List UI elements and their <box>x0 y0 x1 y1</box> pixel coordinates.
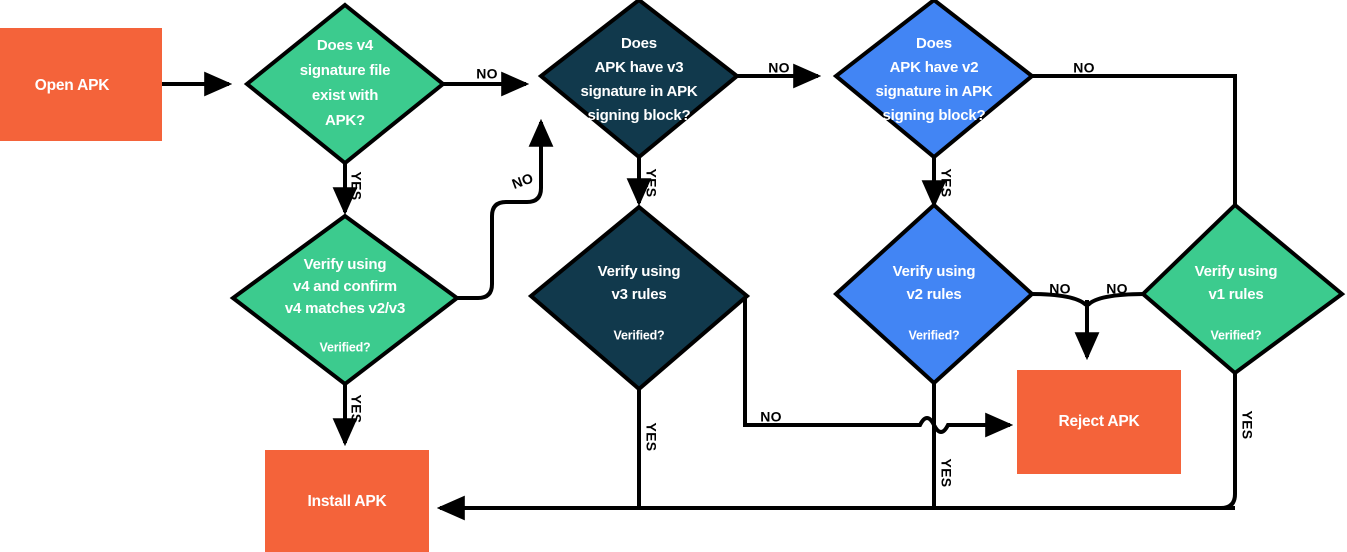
v4-exists-line3: exist with <box>312 87 378 104</box>
edge-label-verifyv1-yes: YES <box>1239 411 1255 440</box>
edge-label-v2-yes: YES <box>938 169 954 198</box>
verify-v2-line2: v2 rules <box>906 286 961 303</box>
open-apk-label: Open APK <box>35 77 110 94</box>
verify-v2-question: Verified? <box>909 328 960 342</box>
edge-label-v4-yes: YES <box>348 172 364 201</box>
edge-reject-inflow <box>745 412 1014 438</box>
node-install-apk[interactable]: Install APK <box>265 450 429 552</box>
edge-label-verifyv1-no: NO <box>1106 281 1128 297</box>
edge-label-verifyv4-no: NO <box>510 170 536 192</box>
edge-label-verifyv3-yes: YES <box>643 423 659 452</box>
v3-exists-line2: APK have v3 <box>595 59 684 76</box>
v3-exists-line1: Does <box>621 35 657 52</box>
v2-exists-line2: APK have v2 <box>890 59 979 76</box>
node-verify-v3[interactable]: Verify using v3 rules Verified? <box>527 204 751 392</box>
edge-label-v4-no: NO <box>476 66 498 82</box>
verify-v1-line1: Verify using <box>1195 263 1278 280</box>
v4-exists-diamond <box>243 2 447 166</box>
edge-verifyv4-no-to-v3 <box>455 118 554 300</box>
edge-label-v3-yes: YES <box>643 169 659 198</box>
edge-v2-no-to-verifyv1 <box>1030 74 1237 227</box>
v2-exists-line4: signing block? <box>882 107 985 124</box>
v3-exists-line4: signing block? <box>587 107 690 124</box>
edge-label-verifyv4-yes: YES <box>348 395 364 424</box>
edge-label-v3-no: NO <box>768 60 790 76</box>
node-v3-exists[interactable]: Does APK have v3 signature in APK signin… <box>537 0 741 160</box>
verify-v1-line2: v1 rules <box>1208 286 1263 303</box>
edge-label-verifyv3-no: NO <box>760 409 782 425</box>
edge-label-v2-no: NO <box>1073 60 1095 76</box>
v2-exists-diamond <box>832 0 1036 160</box>
install-apk-label: Install APK <box>307 493 387 510</box>
node-v2-exists[interactable]: Does APK have v2 signature in APK signin… <box>832 0 1036 160</box>
node-reject-apk[interactable]: Reject APK <box>1017 370 1181 474</box>
verify-v3-question: Verified? <box>614 328 665 342</box>
v4-exists-line2: signature file <box>300 62 391 79</box>
node-open-apk[interactable]: Open APK <box>0 28 162 141</box>
install-apk-rect <box>265 450 429 552</box>
reject-apk-label: Reject APK <box>1059 413 1141 430</box>
node-v4-exists[interactable]: Does v4 signature file exist with APK? <box>243 2 447 166</box>
verify-v1-question: Verified? <box>1211 328 1262 342</box>
node-verify-v4[interactable]: Verify using v4 and confirm v4 matches v… <box>229 213 461 387</box>
edge-verifyv1-no-merge <box>1086 292 1147 307</box>
verify-v4-line2: v4 and confirm <box>293 278 397 295</box>
edge-label-verifyv2-no: NO <box>1049 281 1071 297</box>
node-verify-v1[interactable]: Verify using v1 rules Verified? <box>1140 202 1346 376</box>
verify-v4-diamond <box>229 213 461 387</box>
verify-v1-diamond <box>1140 202 1346 376</box>
verify-v4-question: Verified? <box>320 340 371 354</box>
v2-exists-line1: Does <box>916 35 952 52</box>
verify-v2-line1: Verify using <box>893 263 976 280</box>
verify-v2-diamond <box>833 202 1035 386</box>
v4-exists-line4: APK? <box>325 112 365 129</box>
reject-apk-rect <box>1017 370 1181 474</box>
node-verify-v2[interactable]: Verify using v2 rules Verified? <box>833 202 1035 386</box>
edge-label-verifyv2-yes: YES <box>938 459 954 488</box>
verify-v4-line3: v4 matches v2/v3 <box>285 300 405 317</box>
v4-exists-line1: Does v4 <box>317 37 374 54</box>
verify-v3-diamond <box>527 204 751 392</box>
edge-verifyv3-yes-to-install <box>436 389 641 521</box>
verify-v3-line1: Verify using <box>598 263 681 280</box>
edge-verifyv2-no-merge <box>1029 292 1088 307</box>
open-apk-rect <box>0 28 162 141</box>
edge-verifyv1-yes-to-install <box>1220 373 1237 510</box>
v3-exists-line3: signature in APK <box>580 83 697 100</box>
v3-exists-diamond <box>537 0 741 160</box>
verify-v3-line2: v3 rules <box>611 286 666 303</box>
verify-v4-line1: Verify using <box>304 256 387 273</box>
v2-exists-line3: signature in APK <box>875 83 992 100</box>
